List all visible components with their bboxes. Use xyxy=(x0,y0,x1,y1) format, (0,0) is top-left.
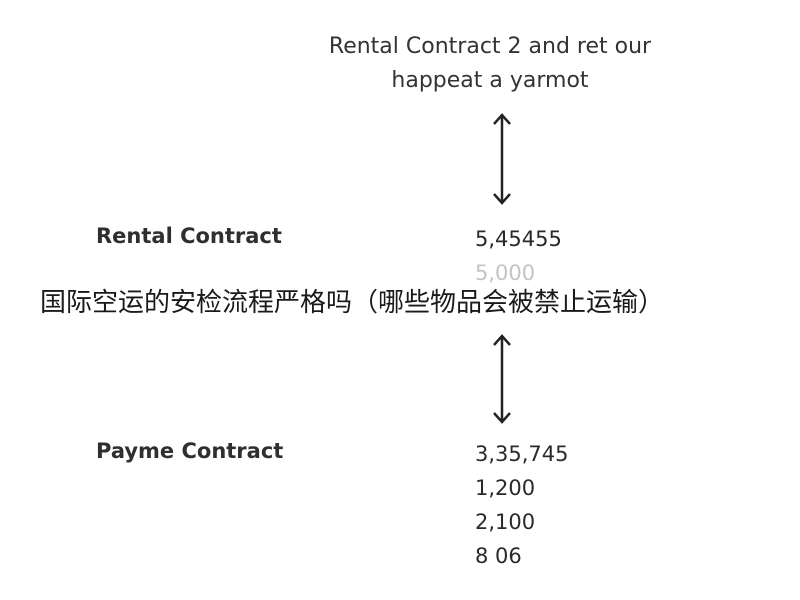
double-arrow-vertical-icon xyxy=(490,112,514,206)
overlay-caption: 国际空运的安检流程严格吗（哪些物品会被禁止运输） xyxy=(40,288,665,318)
rental-value-1: 5,45455 xyxy=(475,227,562,251)
payme-value-1: 3,35,745 xyxy=(475,442,569,466)
header-line-1: Rental Contract 2 and ret our xyxy=(328,34,652,59)
payme-value-4: 8 06 xyxy=(475,544,522,568)
header-text: Rental Contract 2 and ret our happeat a … xyxy=(240,30,740,98)
payme-contract-values: 3,35,745 1,200 2,100 8 06 xyxy=(475,437,569,573)
rental-contract-values: 5,45455 5,000 xyxy=(475,222,562,290)
rental-value-2: 5,000 xyxy=(475,261,536,285)
payme-value-3: 2,100 xyxy=(475,510,536,534)
payme-value-2: 1,200 xyxy=(475,476,536,500)
rental-contract-label: Rental Contract xyxy=(96,224,282,248)
double-arrow-vertical-icon xyxy=(490,333,514,425)
payme-contract-label: Payme Contract xyxy=(96,439,284,463)
header-line-2: happeat a yarmot xyxy=(391,68,589,93)
